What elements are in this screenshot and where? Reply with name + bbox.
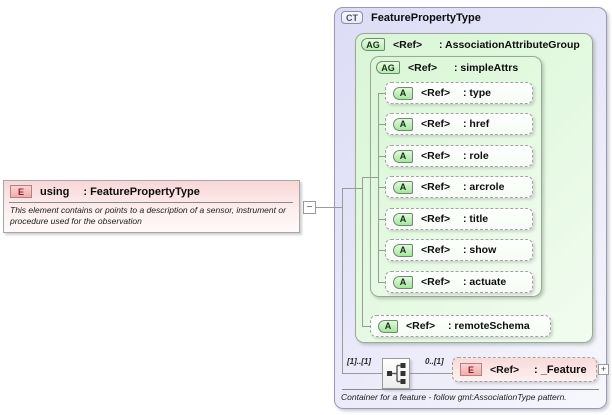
connector-line	[342, 188, 362, 189]
connector-line	[378, 187, 385, 188]
complex-type-icon: CT	[341, 11, 363, 24]
cardinality-label-right: 0..[1]	[425, 357, 444, 366]
attribute-name: : title	[463, 213, 489, 225]
attribute-group-icon: AG	[361, 38, 385, 51]
attribute-icon: A	[393, 275, 413, 289]
connector-line	[378, 93, 385, 94]
connector-line	[316, 207, 342, 208]
attribute-ref: <Ref>	[421, 150, 451, 162]
attribute-row-remote-schema[interactable]: A <Ref> : remoteSchema	[370, 315, 551, 337]
attribute-name: : href	[463, 118, 490, 130]
connector-line	[362, 326, 370, 327]
attribute-group-icon: AG	[376, 61, 400, 74]
element-using-header: E using : FeaturePropertyType	[4, 181, 299, 200]
attribute-row-href[interactable]: A <Ref> : href	[385, 113, 533, 135]
sequence-icon	[387, 363, 406, 384]
simple-attrs-name: : simpleAttrs	[454, 61, 519, 74]
connector-line	[378, 282, 385, 283]
connector-line	[378, 124, 385, 125]
attribute-name: : type	[463, 87, 492, 99]
connector-line	[342, 188, 343, 374]
attribute-ref: <Ref>	[421, 244, 451, 256]
attribute-ref: <Ref>	[406, 320, 436, 332]
complex-type-annotation: Container for a feature - follow gml:Ass…	[341, 392, 567, 402]
separator	[9, 202, 293, 203]
attribute-ref: <Ref>	[421, 118, 451, 130]
element-icon: E	[460, 363, 482, 376]
attribute-row-role[interactable]: A <Ref> : role	[385, 145, 533, 167]
attribute-row-arcrole[interactable]: A <Ref> : arcrole	[385, 176, 533, 198]
element-feature-row[interactable]: E <Ref> : _Feature	[452, 357, 597, 382]
separator	[342, 389, 599, 390]
assoc-attr-group-ref: <Ref>	[393, 38, 423, 51]
attribute-icon: A	[393, 86, 413, 100]
connector-line	[362, 177, 378, 178]
connector-line	[378, 156, 385, 157]
attribute-icon: A	[378, 319, 398, 333]
complex-type-title: FeaturePropertyType	[371, 11, 481, 24]
connector-line	[378, 250, 385, 251]
connector-line	[410, 373, 452, 374]
connector-line	[378, 219, 385, 220]
cardinality-label-left: [1]..[1]	[347, 357, 371, 366]
element-annotation: This element contains or points to a des…	[10, 205, 286, 227]
simple-attrs-header[interactable]: AG <Ref> : simpleAttrs	[370, 56, 542, 74]
element-type: : FeaturePropertyType	[83, 185, 200, 198]
collapse-toggle[interactable]: −	[303, 201, 316, 214]
attribute-icon: A	[393, 180, 413, 194]
simple-attrs-ref: <Ref>	[408, 61, 438, 74]
expand-toggle[interactable]: +	[598, 364, 609, 375]
complex-type-header: CT FeaturePropertyType	[341, 11, 481, 24]
attribute-ref: <Ref>	[421, 276, 451, 288]
attribute-name: : role	[463, 150, 489, 162]
attribute-name: : actuate	[463, 276, 507, 288]
attribute-ref: <Ref>	[421, 87, 451, 99]
connector-line	[342, 373, 382, 374]
attribute-name: : show	[463, 244, 497, 256]
attribute-name: : arcrole	[463, 181, 505, 193]
element-name: using	[40, 185, 70, 198]
attribute-row-type[interactable]: A <Ref> : type	[385, 82, 533, 104]
assoc-attr-group-header[interactable]: AG <Ref> : AssociationAttributeGroup	[355, 33, 593, 51]
attribute-name: : remoteSchema	[448, 320, 530, 332]
attribute-row-title[interactable]: A <Ref> : title	[385, 208, 533, 230]
feature-ref: <Ref>	[490, 363, 520, 376]
attribute-icon: A	[393, 243, 413, 257]
element-icon: E	[10, 185, 32, 198]
attribute-icon: A	[393, 212, 413, 226]
attribute-ref: <Ref>	[421, 181, 451, 193]
attribute-icon: A	[393, 117, 413, 131]
attribute-ref: <Ref>	[421, 213, 451, 225]
connector-line	[362, 177, 363, 326]
attribute-row-actuate[interactable]: A <Ref> : actuate	[385, 271, 533, 293]
feature-name: : _Feature	[534, 363, 587, 376]
element-using-box[interactable]: E using : FeaturePropertyType This eleme…	[3, 180, 300, 233]
sequence-compositor[interactable]	[382, 358, 410, 389]
assoc-attr-group-name: : AssociationAttributeGroup	[439, 38, 580, 51]
attribute-row-show[interactable]: A <Ref> : show	[385, 239, 533, 261]
attribute-icon: A	[393, 149, 413, 163]
